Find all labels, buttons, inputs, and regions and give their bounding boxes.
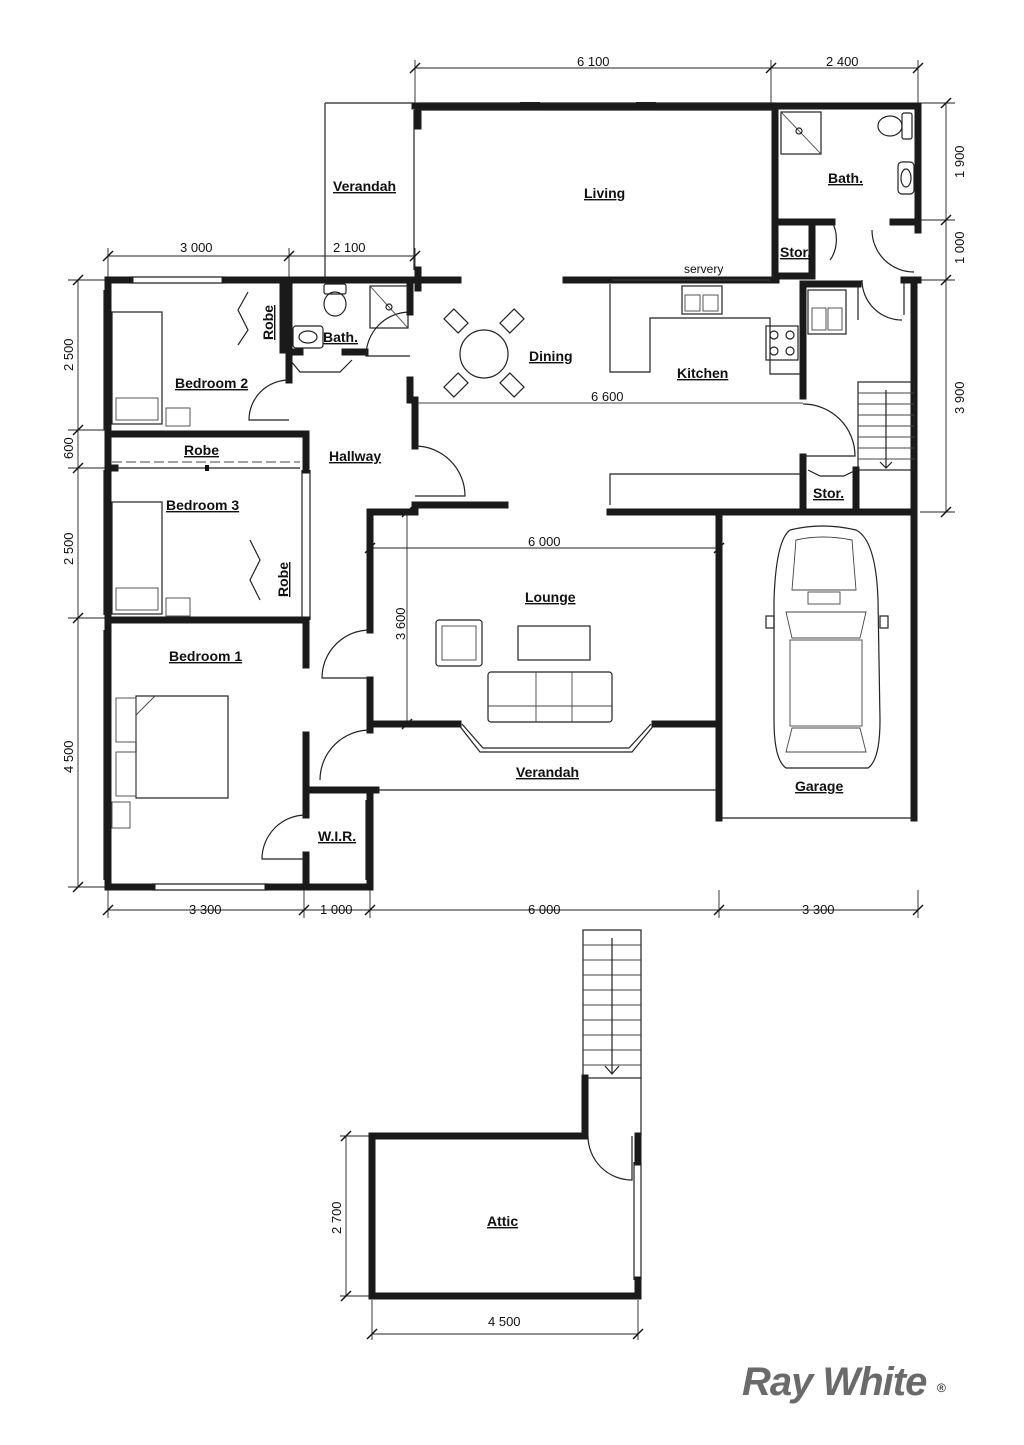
- dim-top-2100: 2 100: [333, 240, 366, 255]
- label-storage-bottom: Stor.: [813, 485, 844, 501]
- dim-dining-6600: 6 600: [591, 389, 624, 404]
- label-bedroom2: Bedroom 2: [175, 375, 248, 391]
- label-robe-middle: Robe: [184, 442, 219, 458]
- stairs-attic: [581, 929, 642, 1140]
- label-bedroom1: Bedroom 1: [169, 648, 242, 664]
- label-bedroom3: Bedroom 3: [166, 497, 239, 513]
- label-hallway: Hallway: [329, 448, 381, 464]
- bed-bedroom3: [111, 501, 191, 617]
- room-labels: Verandah Living Bath. Stor. servery Bath…: [166, 170, 863, 1229]
- car-icon: [765, 525, 889, 769]
- dim-left-600: 600: [61, 437, 76, 459]
- registered-mark: ®: [937, 1381, 946, 1395]
- fixtures: [111, 111, 915, 1140]
- dining-table: [443, 308, 525, 398]
- dim-attic-2700: 2 700: [329, 1201, 344, 1234]
- toilet-mid: [323, 283, 347, 317]
- dim-attic-4500: 4 500: [488, 1314, 521, 1329]
- label-servery: servery: [684, 262, 723, 276]
- stairs-main: [857, 381, 915, 471]
- dim-right-1000: 1 000: [952, 231, 967, 264]
- window-and-outline-lines: [103, 102, 914, 1280]
- label-bath-top: Bath.: [828, 170, 863, 186]
- label-garage: Garage: [795, 778, 843, 794]
- label-verandah-bottom: Verandah: [516, 764, 579, 780]
- dim-lounge-3600: 3 600: [393, 607, 408, 640]
- dim-bottom-3300b: 3 300: [802, 902, 835, 917]
- label-storage-top: Stor.: [780, 244, 811, 260]
- brand-name: Ray White: [742, 1360, 927, 1404]
- dim-lounge-6000: 6 000: [528, 534, 561, 549]
- label-wir: W.I.R.: [318, 828, 356, 844]
- ray-white-logo: Ray White ®: [742, 1360, 946, 1404]
- dim-bottom-3300a: 3 300: [189, 902, 222, 917]
- kitchen-sink: [681, 285, 723, 315]
- dim-bottom-6000: 6 000: [528, 902, 561, 917]
- dim-top-6100: 6 100: [577, 54, 610, 69]
- walls: [104, 102, 922, 1300]
- label-attic: Attic: [487, 1213, 518, 1229]
- bed-bedroom2: [111, 311, 191, 427]
- label-lounge: Lounge: [525, 589, 576, 605]
- dim-left-2500b: 2 500: [61, 532, 76, 565]
- doors: [237, 221, 915, 1181]
- dim-bottom-1000: 1 000: [320, 902, 353, 917]
- shower-mid: [369, 285, 409, 329]
- dim-top-2400: 2 400: [826, 54, 859, 69]
- dim-left-4500: 4 500: [61, 740, 76, 773]
- shower-top: [780, 111, 822, 155]
- dim-top-3000: 3 000: [180, 240, 213, 255]
- dimension-lines: [68, 60, 955, 1340]
- label-dining: Dining: [529, 348, 573, 364]
- dim-left-2500a: 2 500: [61, 338, 76, 371]
- cooktop: [765, 325, 799, 361]
- label-living: Living: [584, 185, 625, 201]
- toilet-top: [877, 112, 913, 140]
- label-robe-bedroom3: Robe: [275, 562, 291, 597]
- basin-top: [897, 161, 915, 195]
- bed-bedroom1: [111, 695, 229, 829]
- label-bath-mid: Bath.: [323, 329, 358, 345]
- dim-right-3900: 3 900: [952, 381, 967, 414]
- laundry-tub: [807, 289, 847, 335]
- label-robe-bedroom2: Robe: [260, 305, 276, 340]
- basin-mid: [292, 325, 324, 349]
- dimension-labels: 6 100 2 400 3 000 2 100 1 900 1 000 3 90…: [61, 54, 967, 1329]
- label-verandah-top: Verandah: [333, 178, 396, 194]
- dim-right-1900: 1 900: [952, 145, 967, 178]
- lounge-furniture: [435, 619, 613, 723]
- label-kitchen: Kitchen: [677, 365, 728, 381]
